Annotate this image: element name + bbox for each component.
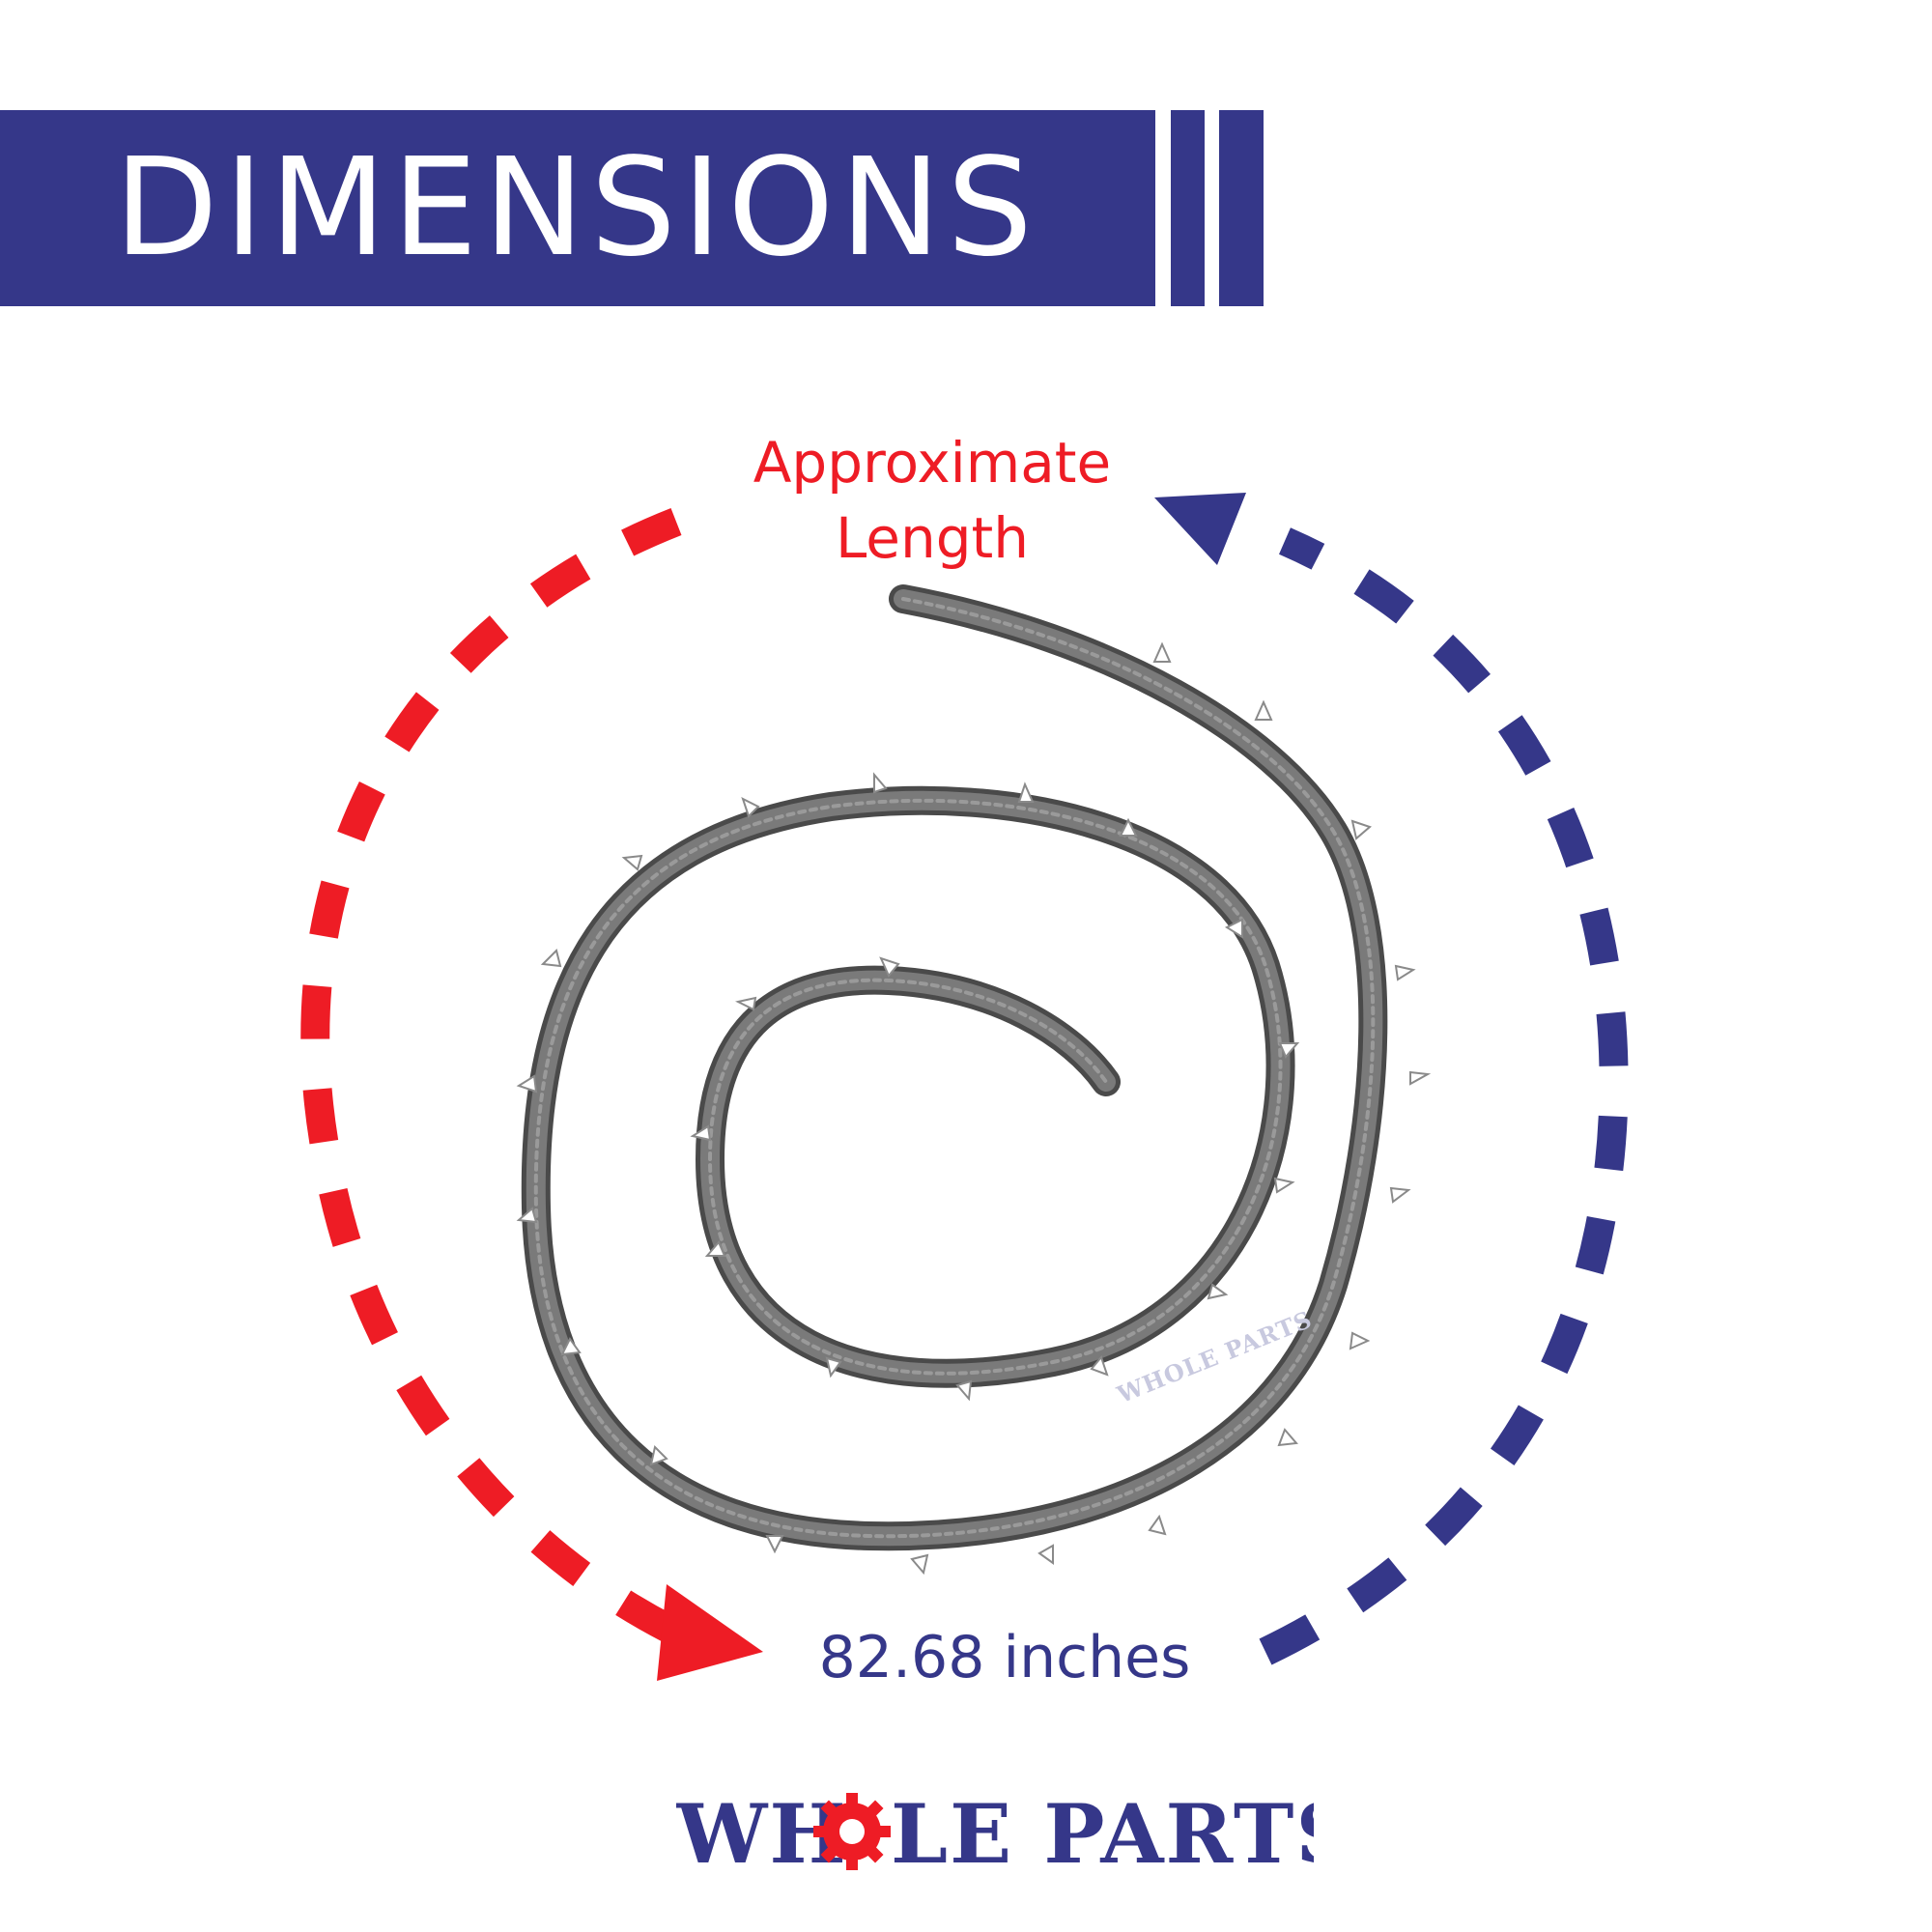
banner-stripe xyxy=(1171,110,1205,306)
arrow-clockwise-icon xyxy=(657,1584,763,1681)
gasket-spiral xyxy=(521,584,1388,1551)
blue-dashed-arc xyxy=(1259,527,1629,1665)
svg-text:LE PARTS: LE PARTS xyxy=(891,1786,1314,1878)
length-label: Approximate Length xyxy=(753,430,1112,571)
gasket-clips xyxy=(516,641,1432,1576)
brand-logo: WH LE PARTS xyxy=(676,1786,1314,1878)
banner-stripe xyxy=(1219,110,1264,306)
header-banner: DIMENSIONS xyxy=(0,110,1155,306)
arrow-counterclockwise-icon xyxy=(1154,493,1246,565)
red-dashed-arc xyxy=(300,508,683,1646)
page-title: DIMENSIONS xyxy=(114,129,1039,287)
length-value: 82.68 inches xyxy=(818,1624,1191,1691)
gear-icon xyxy=(813,1793,891,1870)
